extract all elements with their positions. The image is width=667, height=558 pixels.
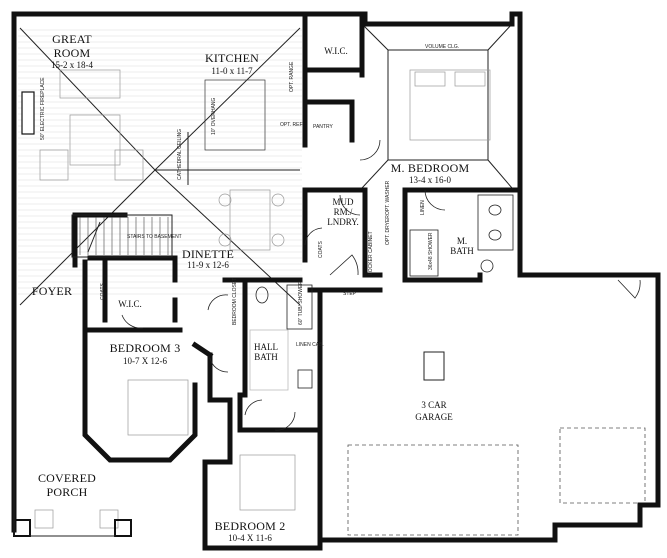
garage-label-2: GARAGE — [415, 412, 453, 422]
pantry-note: PANTRY — [313, 124, 333, 130]
foyer-label: FOYER — [32, 284, 72, 298]
wic-bedroom3-label: W.I.C. — [118, 299, 141, 309]
porch-label-1: COVERED — [38, 471, 96, 485]
kitchen-dims: 11-0 x 11-7 — [211, 66, 253, 76]
opt-ref-note: OPT. REF. — [280, 122, 303, 128]
opt-washer-note: OPT. WASHER — [385, 180, 391, 215]
linen-cab-note: LINEN CAB. — [296, 342, 324, 348]
locker-cabinet-note: LOCKER CABINET — [368, 231, 374, 275]
bedroom2-dims: 10-4 X 11-6 — [228, 533, 272, 543]
room-labels: GREAT ROOM 15-2 x 18-4 KITCHEN 11-0 x 11… — [32, 32, 474, 543]
shower-master-note: 36x48 SHOWER — [428, 232, 434, 270]
tub-shower-note: 60" TUB/ SHOWER — [298, 281, 304, 325]
ceiling-lines — [19, 23, 513, 306]
kitchen-label: KITCHEN — [205, 51, 259, 65]
bath-fixtures — [249, 194, 514, 391]
great-room-label-1: GREAT — [52, 32, 92, 46]
garage-doors — [347, 351, 646, 536]
mud-room-label-3: LNDRY. — [327, 217, 359, 227]
hall-bath-label-2: BATH — [254, 352, 278, 362]
stairs — [71, 214, 173, 258]
annotation-labels: 50" ELECTRIC FIREPLACE 10" OVERHANG OPT.… — [40, 44, 459, 348]
cathedral-note: CATHEDRAL CEILING — [177, 129, 183, 180]
stairs-note: STAIRS TO BASEMENT — [127, 234, 182, 240]
dinette-dims: 11-9 x 12-6 — [187, 260, 229, 270]
master-bedroom-dims: 13-4 x 16-0 — [409, 175, 451, 185]
bedroom-closet-note: BEDROOM CLOSET — [232, 278, 238, 325]
furniture — [34, 69, 491, 529]
overhang-note: 10" OVERHANG — [211, 98, 217, 135]
master-bedroom-label: M. BEDROOM — [391, 161, 470, 175]
volume-clg-note: VOLUME CLG. — [425, 44, 459, 50]
coats-foyer-note: COATS — [100, 282, 106, 300]
coats-mud-note: COATS — [318, 240, 324, 258]
dinette-label: DINETTE — [182, 247, 234, 261]
doors — [121, 139, 641, 431]
great-room-dims: 15-2 x 18-4 — [51, 60, 93, 70]
fireplace-note: 50" ELECTRIC FIREPLACE — [40, 77, 46, 140]
porch-label-2: PORCH — [46, 485, 87, 499]
bedroom2-label: BEDROOM 2 — [215, 519, 286, 533]
great-room-label-2: ROOM — [54, 46, 91, 60]
wic-master-label: W.I.C. — [324, 46, 347, 56]
linen-master-note: LINEN — [420, 200, 426, 215]
opt-range-note: OPT. RANGE — [289, 61, 295, 92]
mud-room-label-2: RM./ — [334, 207, 353, 217]
garage-label-1: 3 CAR — [421, 400, 446, 410]
bedroom3-dims: 10-7 X 12-6 — [123, 356, 167, 366]
master-bath-label-2: BATH — [450, 246, 474, 256]
master-bath-label-1: M. — [457, 236, 467, 246]
bedroom3-label: BEDROOM 3 — [110, 341, 181, 355]
fireplace — [21, 91, 35, 135]
opt-dryer-note: OPT. DRYER — [385, 215, 391, 245]
hall-bath-label-1: HALL — [254, 342, 278, 352]
walls — [11, 11, 661, 551]
step-note: STEP — [343, 291, 357, 297]
mud-room-label-1: MUD — [332, 197, 354, 207]
